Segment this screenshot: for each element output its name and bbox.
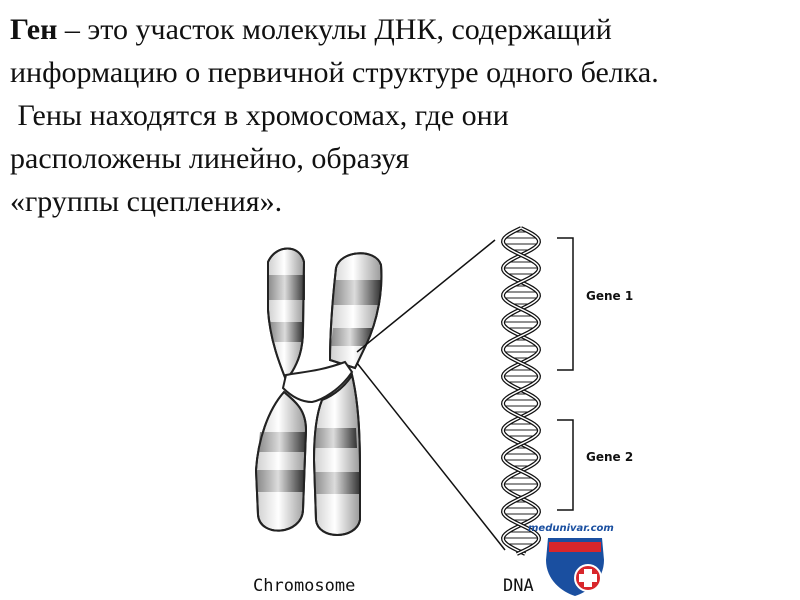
dna-label: DNA (503, 576, 534, 596)
chromosome (254, 247, 383, 536)
pointer-line-bottom (356, 362, 506, 551)
centromere (281, 360, 354, 404)
gene2-label: Gene 2 (586, 450, 633, 464)
chromosome-arm-upper-left (267, 247, 306, 383)
gene1-label: Gene 1 (586, 289, 633, 303)
chromosome-arm-lower-left (254, 390, 308, 532)
text-line-1-rest: – это участок молекулы ДНК, содержащий (57, 13, 612, 46)
text-line-2: информацию о первичной структуре одного … (10, 56, 659, 89)
gene1-bracket (557, 237, 574, 371)
watermark-text: medunivar.com (528, 523, 614, 534)
chromosome-label: Chromosome (253, 576, 355, 596)
dna-helix (500, 226, 542, 556)
gene2-bracket (557, 419, 574, 511)
term-gene: Ген (10, 13, 58, 46)
text-line-5: «группы сцепления». (10, 185, 283, 218)
chromosome-arm-lower-right (312, 372, 361, 536)
medunivar-logo: medunivar.com (528, 523, 614, 596)
text-line-3: Гены находятся в хромосомах, где они (10, 99, 509, 132)
text-line-1: Ген – это участок молекулы ДНК, содержащ… (10, 8, 790, 51)
dna-strand-highlight-2 (502, 227, 540, 555)
text-line-4: расположены линейно, образуя (10, 142, 410, 175)
chromosome-arm-upper-right (328, 252, 383, 370)
pointer-line-top (356, 239, 496, 353)
definition-text: Ген – это участок молекулы ДНК, содержащ… (10, 8, 790, 223)
